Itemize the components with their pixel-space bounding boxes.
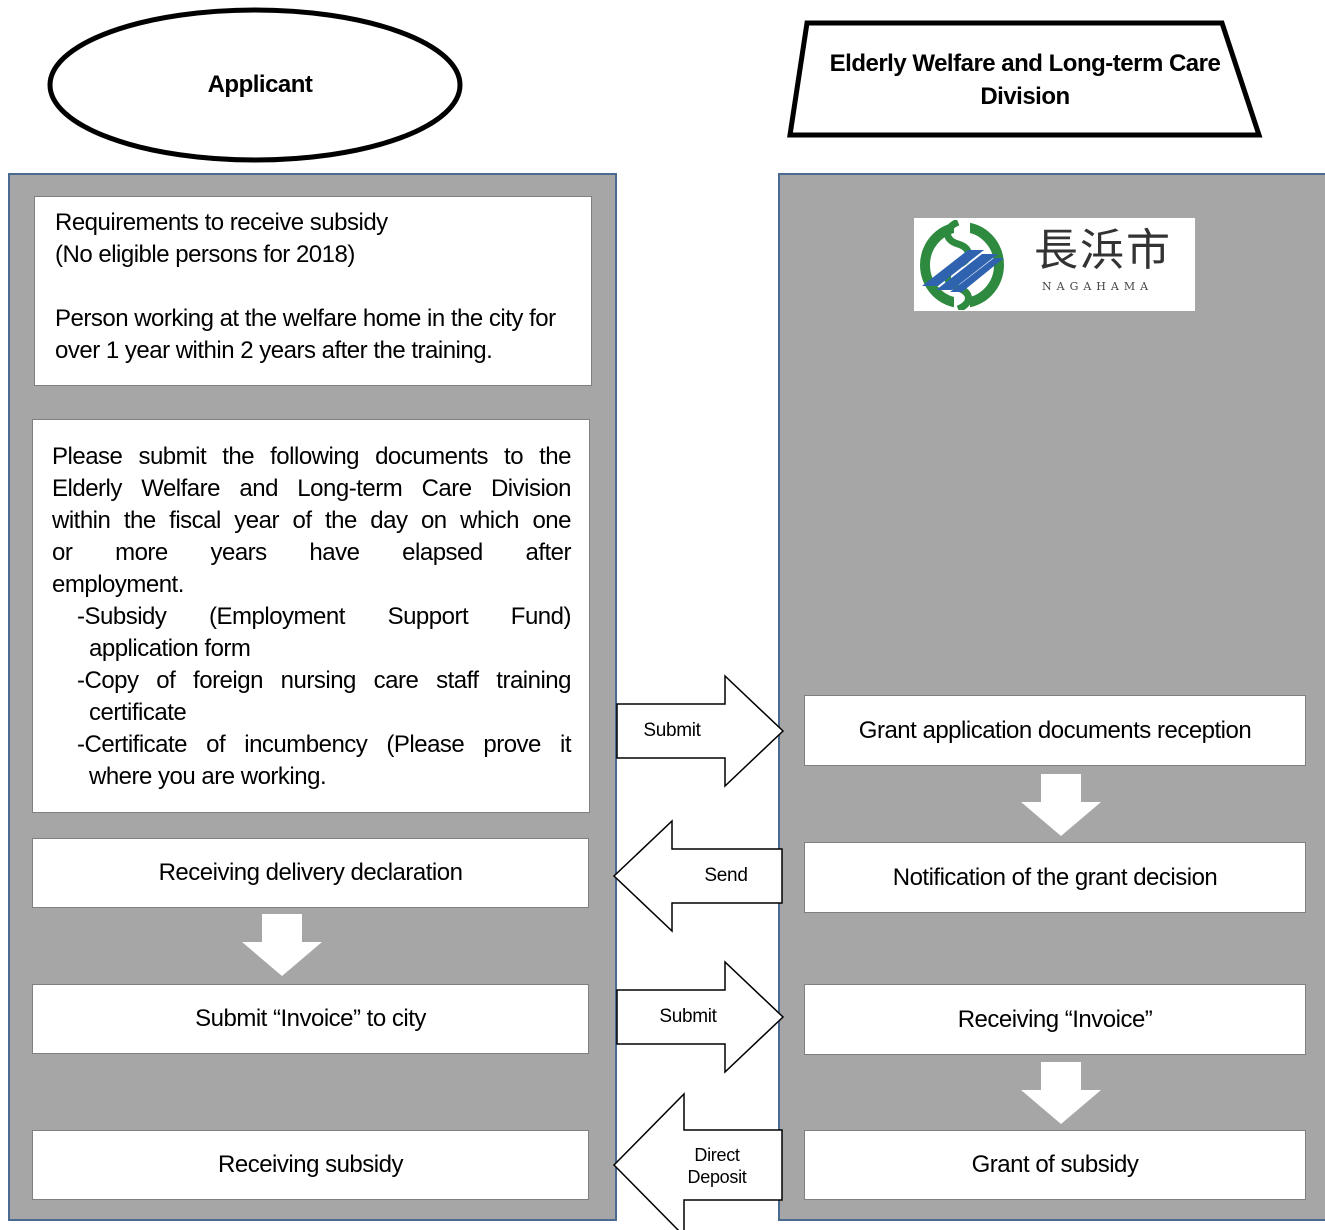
requirements-body: Person working at the welfare home in th…	[55, 305, 556, 364]
applicant-ellipse	[47, 7, 463, 163]
requirements-note: (No eligible persons for 2018)	[55, 241, 355, 268]
step-grant-notification: Notification of the grant decision	[804, 842, 1306, 913]
requirements-box: Requirements to receive subsidy (No elig…	[34, 196, 592, 386]
direct-deposit-line1: Direct	[694, 1145, 740, 1165]
deposit-arrow-icon	[612, 1092, 783, 1230]
requirements-title: Requirements to receive subsidy	[55, 209, 388, 236]
nagahama-emblem-icon	[920, 220, 1004, 310]
nagahama-logo: 長浜市 NAGAHAMA	[914, 218, 1195, 311]
step-application-reception: Grant application documents reception	[804, 695, 1306, 766]
logo-kanji: 長浜市	[1034, 225, 1172, 276]
step-grant-subsidy: Grant of subsidy	[804, 1130, 1306, 1200]
direct-deposit-label: Direct Deposit	[672, 1131, 762, 1201]
documents-intro-line2: Elderly Welfare and Long-term Care Divis…	[52, 475, 572, 502]
step-receiving-subsidy: Receiving subsidy	[32, 1130, 589, 1200]
submit-label: Submit	[659, 1006, 717, 1027]
submit-arrow-icon	[616, 960, 785, 1074]
applicant-label: Applicant	[207, 71, 313, 98]
send-label: Send	[704, 865, 748, 886]
documents-intro-line4: or more years have elapsed after	[52, 539, 572, 566]
logo-roman: NAGAHAMA	[1042, 280, 1154, 293]
down-arrow-icon	[1021, 774, 1101, 836]
division-trapezoid	[787, 20, 1263, 138]
submit-label: Submit	[643, 720, 701, 741]
documents-intro-line3: within the fiscal year of the day on whi…	[52, 507, 572, 534]
send-arrow-icon	[612, 819, 783, 933]
division-label: Elderly Welfare and Long-term Care Divis…	[829, 50, 1221, 110]
documents-item-training-certificate: -Copy of foreign nursing care staff trai…	[77, 667, 572, 726]
documents-item-incumbency: -Certificate of incumbency (Please prove…	[77, 731, 572, 790]
documents-item-application-form: -Subsidy (Employment Support Fund) appli…	[77, 603, 572, 662]
down-arrow-icon	[242, 914, 322, 976]
down-arrow-icon	[1021, 1062, 1101, 1124]
submit-arrow-icon	[616, 674, 785, 788]
documents-intro-line5: employment.	[52, 571, 184, 598]
step-submit-invoice: Submit “Invoice” to city	[32, 984, 589, 1054]
step-receiving-declaration: Receiving delivery declaration	[32, 838, 589, 908]
documents-box: Please submit the following documents to…	[32, 419, 590, 813]
step-receiving-invoice: Receiving “Invoice”	[804, 984, 1306, 1055]
documents-intro-line1: Please submit the following documents to…	[52, 443, 572, 470]
direct-deposit-line2: Deposit	[687, 1167, 747, 1187]
